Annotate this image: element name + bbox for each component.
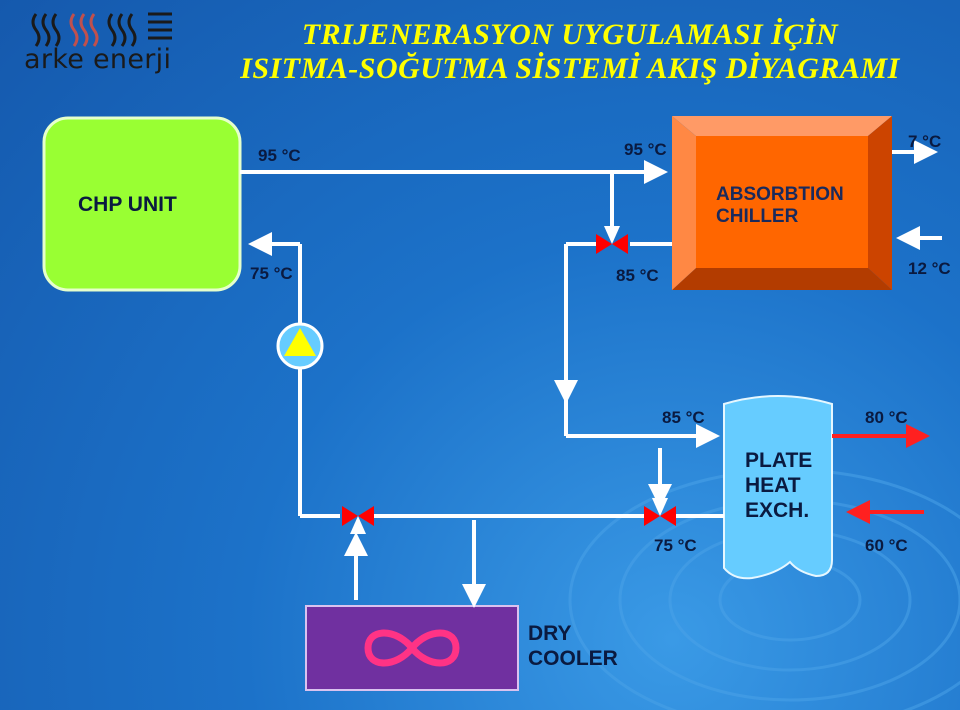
title-line-2: ISITMA-SOĞUTMA SİSTEMİ AKIŞ DİYAGRAMI: [240, 52, 900, 85]
flame-stripes-icon: [31, 12, 172, 47]
dry-cooler-label-line-1: DRY: [528, 622, 572, 645]
valve-icon: [342, 506, 374, 534]
valve-icon: [596, 226, 628, 254]
pump-icon: [276, 322, 324, 370]
absorbtion-chiller-box: [672, 116, 892, 290]
phe-label-line-2: HEAT: [745, 474, 801, 497]
phe-label-line-1: PLATE: [745, 449, 813, 472]
temp-chp-out: 95 °C: [258, 146, 301, 165]
chiller-label-line-1: ABSORBTION: [716, 184, 844, 205]
valve-icon: [644, 498, 676, 526]
heating-lines: [832, 424, 930, 524]
chiller-label-line-2: CHILLER: [716, 206, 799, 227]
pipe-network: [240, 140, 942, 608]
temp-phe-return: 75 °C: [654, 536, 697, 555]
temp-phe-cold-in: 60 °C: [865, 536, 908, 555]
temp-phe-in: 85 °C: [662, 408, 705, 427]
temp-chiller-in: 95 °C: [624, 140, 667, 159]
temp-chp-return: 75 °C: [250, 264, 293, 283]
fan-infinity-icon: [364, 629, 460, 667]
phe-label-line-3: EXCH.: [745, 499, 810, 522]
chp-unit-box: [42, 116, 242, 292]
plate-heat-exchanger-box: [723, 395, 833, 580]
temp-chilled-return: 12 °C: [908, 259, 951, 278]
temp-chilled-out: 7 °C: [908, 132, 942, 151]
temp-chiller-return: 85 °C: [616, 266, 659, 285]
title-line-1: TRIJENERASYON UYGULAMASI İÇİN: [301, 18, 839, 51]
chp-unit-label: CHP UNIT: [78, 193, 177, 216]
temp-phe-hot-out: 80 °C: [865, 408, 908, 427]
logo-text: arke enerji: [24, 44, 172, 75]
dry-cooler-label-line-2: COOLER: [528, 647, 618, 670]
